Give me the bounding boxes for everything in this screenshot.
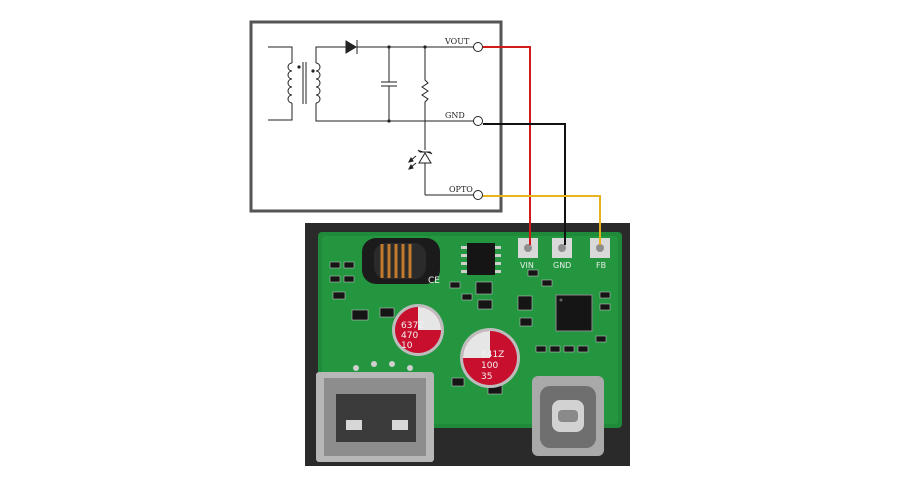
polarity-dot [297, 65, 301, 69]
label-opto: OPTO [449, 185, 473, 194]
transformer-symbol [268, 46, 390, 122]
light-arrows [408, 155, 417, 170]
terminal-gnd [473, 116, 483, 126]
solder-pads [518, 238, 610, 258]
terminal-vout [473, 42, 483, 52]
terminal-opto [473, 190, 483, 200]
controller-chip [555, 294, 593, 332]
cap-left-line2: 470 [401, 331, 418, 341]
capacitor-left: 637Z 470 10 [392, 304, 444, 356]
schematic-frame [249, 20, 503, 213]
pad-label-gnd: GND [553, 261, 571, 270]
cap-left-line1: 637Z [401, 321, 424, 331]
usb-c-port [532, 376, 604, 456]
inductor-component: CE [362, 238, 440, 286]
cap-left-line3: 10 [401, 341, 413, 351]
wire-gnd [483, 123, 566, 245]
wire-vout [483, 46, 531, 245]
smd-components [329, 261, 611, 395]
inductor-marking: CE [428, 276, 440, 286]
connection-wires [483, 46, 601, 245]
label-gnd: GND [445, 111, 465, 120]
diode-symbol [345, 40, 474, 54]
capacitor-right: 641Z 100 35 [460, 328, 520, 388]
schematic-diagram: VOUT GND OPTO [249, 20, 503, 213]
wire-opto [483, 195, 601, 245]
cap-right-line3: 35 [481, 372, 492, 382]
pad-label-vin: VIN [520, 261, 534, 270]
capacitor-symbol [381, 47, 397, 121]
usb-a-port [316, 361, 434, 462]
cap-right-line2: 100 [481, 361, 498, 371]
cap-right-line1: 641Z [481, 350, 504, 360]
polarity-dot [311, 69, 315, 73]
resistor-symbol [421, 47, 429, 121]
pad-label-fb: FB [596, 261, 606, 270]
zener-diode-symbol [417, 121, 474, 196]
ic-chip-8pin [461, 243, 501, 275]
pcb-photo: CE [305, 223, 630, 466]
label-vout: VOUT [444, 37, 470, 46]
